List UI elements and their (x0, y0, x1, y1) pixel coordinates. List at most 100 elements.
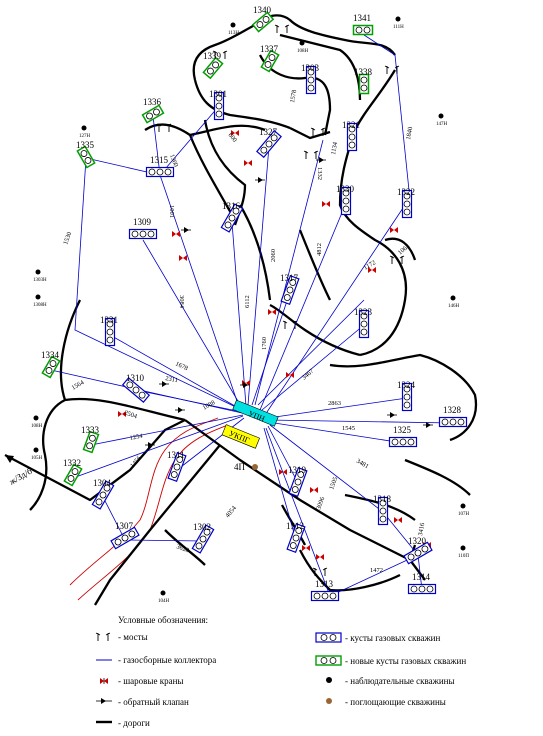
well-label: 1301 (209, 89, 227, 99)
pipe-length-label: 3481 (355, 458, 370, 471)
ball-valve (268, 309, 276, 315)
well-label: 1338 (354, 67, 373, 77)
well-cluster-1327 (256, 129, 282, 159)
well-label: 1334 (41, 350, 60, 360)
observation-well-label: 147Н (436, 122, 448, 127)
well-label: 1324 (397, 380, 416, 390)
pipe-length-label: 3084 (178, 295, 185, 309)
well-cluster-1328 (438, 416, 468, 428)
well-label: 1331 (100, 315, 118, 325)
well-label: 1332 (63, 458, 81, 468)
observation-well-label: 1303Н (33, 278, 47, 283)
pipe-length-label: 1254 (129, 433, 144, 442)
pipe-length-label: 2863 (328, 400, 341, 407)
pipe-length-label: 3416 (417, 522, 426, 537)
pipe-length-label: 1678 (174, 360, 189, 372)
ball-valve (322, 201, 330, 207)
ball-valve (390, 227, 398, 233)
absorbing-well-label: 4П (234, 462, 246, 472)
well-label: 1318 (373, 494, 392, 504)
observation-well-label: 110П (458, 554, 469, 559)
bridge (303, 150, 319, 159)
check-valve (159, 381, 169, 387)
gas-collectors (50, 34, 454, 597)
well-cluster-1320 (403, 541, 433, 565)
observation-well-label: 127Н (79, 134, 91, 139)
river (69, 417, 229, 601)
ball-valve (316, 554, 324, 560)
check-valve (255, 177, 265, 183)
well-cluster-1318 (377, 496, 389, 526)
well-cluster-1334 (41, 355, 61, 379)
well-label: 1335 (76, 140, 95, 150)
pipe-length-label: 2060 (270, 249, 277, 262)
well-label: 1312 (286, 521, 304, 531)
well-cluster-1331 (104, 317, 116, 347)
well-label: 1340 (253, 5, 272, 15)
legend-observation: - наблюдательные скважины (345, 676, 455, 686)
ball-valve (302, 545, 310, 551)
well-label: 1341 (353, 13, 371, 23)
pipe-length-label: 1578 (289, 89, 298, 103)
well-label: 1302 (193, 522, 211, 532)
well-cluster-1325 (388, 436, 418, 448)
pipe-length-label: 1360 (168, 153, 179, 168)
observation-well-dot (460, 545, 466, 551)
well-label: 1317 (280, 273, 299, 283)
check-valve (181, 227, 191, 233)
well-label: 1313 (315, 579, 334, 589)
well-cluster-1312 (286, 523, 306, 553)
observation-well-dot (160, 590, 166, 596)
well-cluster-1340 (251, 11, 275, 33)
well-cluster-1332 (63, 463, 83, 487)
observation-well-dot (230, 22, 236, 28)
well-cluster-1309 (128, 228, 158, 240)
well-label: 1314 (412, 572, 431, 582)
observation-well-label: 105Н (31, 456, 43, 461)
bridge (312, 567, 328, 576)
ball-valve (368, 267, 376, 273)
pipe-length-label: 600 (226, 132, 238, 144)
pipe-length-label: 3096 (315, 495, 326, 510)
well-cluster-1310 (121, 377, 151, 403)
pipe-length-label: 1134 (330, 141, 339, 156)
legend-valve-icon (100, 678, 108, 684)
well-label: 1303 (301, 63, 320, 73)
well-cluster-1339 (202, 56, 224, 80)
well-cluster-1303 (305, 65, 317, 95)
ukpg-unit (221, 424, 260, 449)
observation-well-dot (460, 503, 466, 509)
pipe-length-label: 1840 (405, 126, 414, 140)
observation-well-label: 108Н (297, 49, 309, 54)
ball-valve (279, 469, 287, 475)
observation-well-label: 108Н (31, 424, 43, 429)
pipe-length-label: 6112 (244, 295, 251, 308)
ball-valve (172, 231, 180, 237)
upn-unit (232, 399, 279, 427)
pipe-length-label: 1001 (168, 205, 175, 218)
road-direction: ж/Зд/б (5, 455, 34, 487)
well-cluster-1336 (141, 104, 165, 124)
well-cluster-1323 (358, 309, 370, 339)
ball-valve (118, 411, 126, 417)
observation-well-label: 107Н (458, 512, 470, 517)
pipe-length-label: 4812 (316, 243, 323, 256)
bridges (156, 24, 405, 576)
absorbing-well-dot (252, 464, 258, 470)
well-cluster-1321 (346, 122, 358, 152)
pipe-length-label: 1530 (62, 231, 73, 246)
pipe-length-label: 1545 (342, 425, 355, 432)
well-cluster-1317 (280, 275, 300, 305)
check-valve (423, 422, 433, 428)
absorbing-wells: 4П (234, 462, 258, 472)
well-label: 1307 (115, 521, 134, 531)
check-valve (316, 157, 326, 163)
well-cluster-1301 (213, 91, 225, 121)
legend-absorb-icon (326, 698, 332, 704)
well-label: 1304 (93, 478, 112, 488)
bridge (274, 24, 290, 33)
well-label: 1337 (260, 44, 279, 54)
roads (4, 14, 478, 606)
